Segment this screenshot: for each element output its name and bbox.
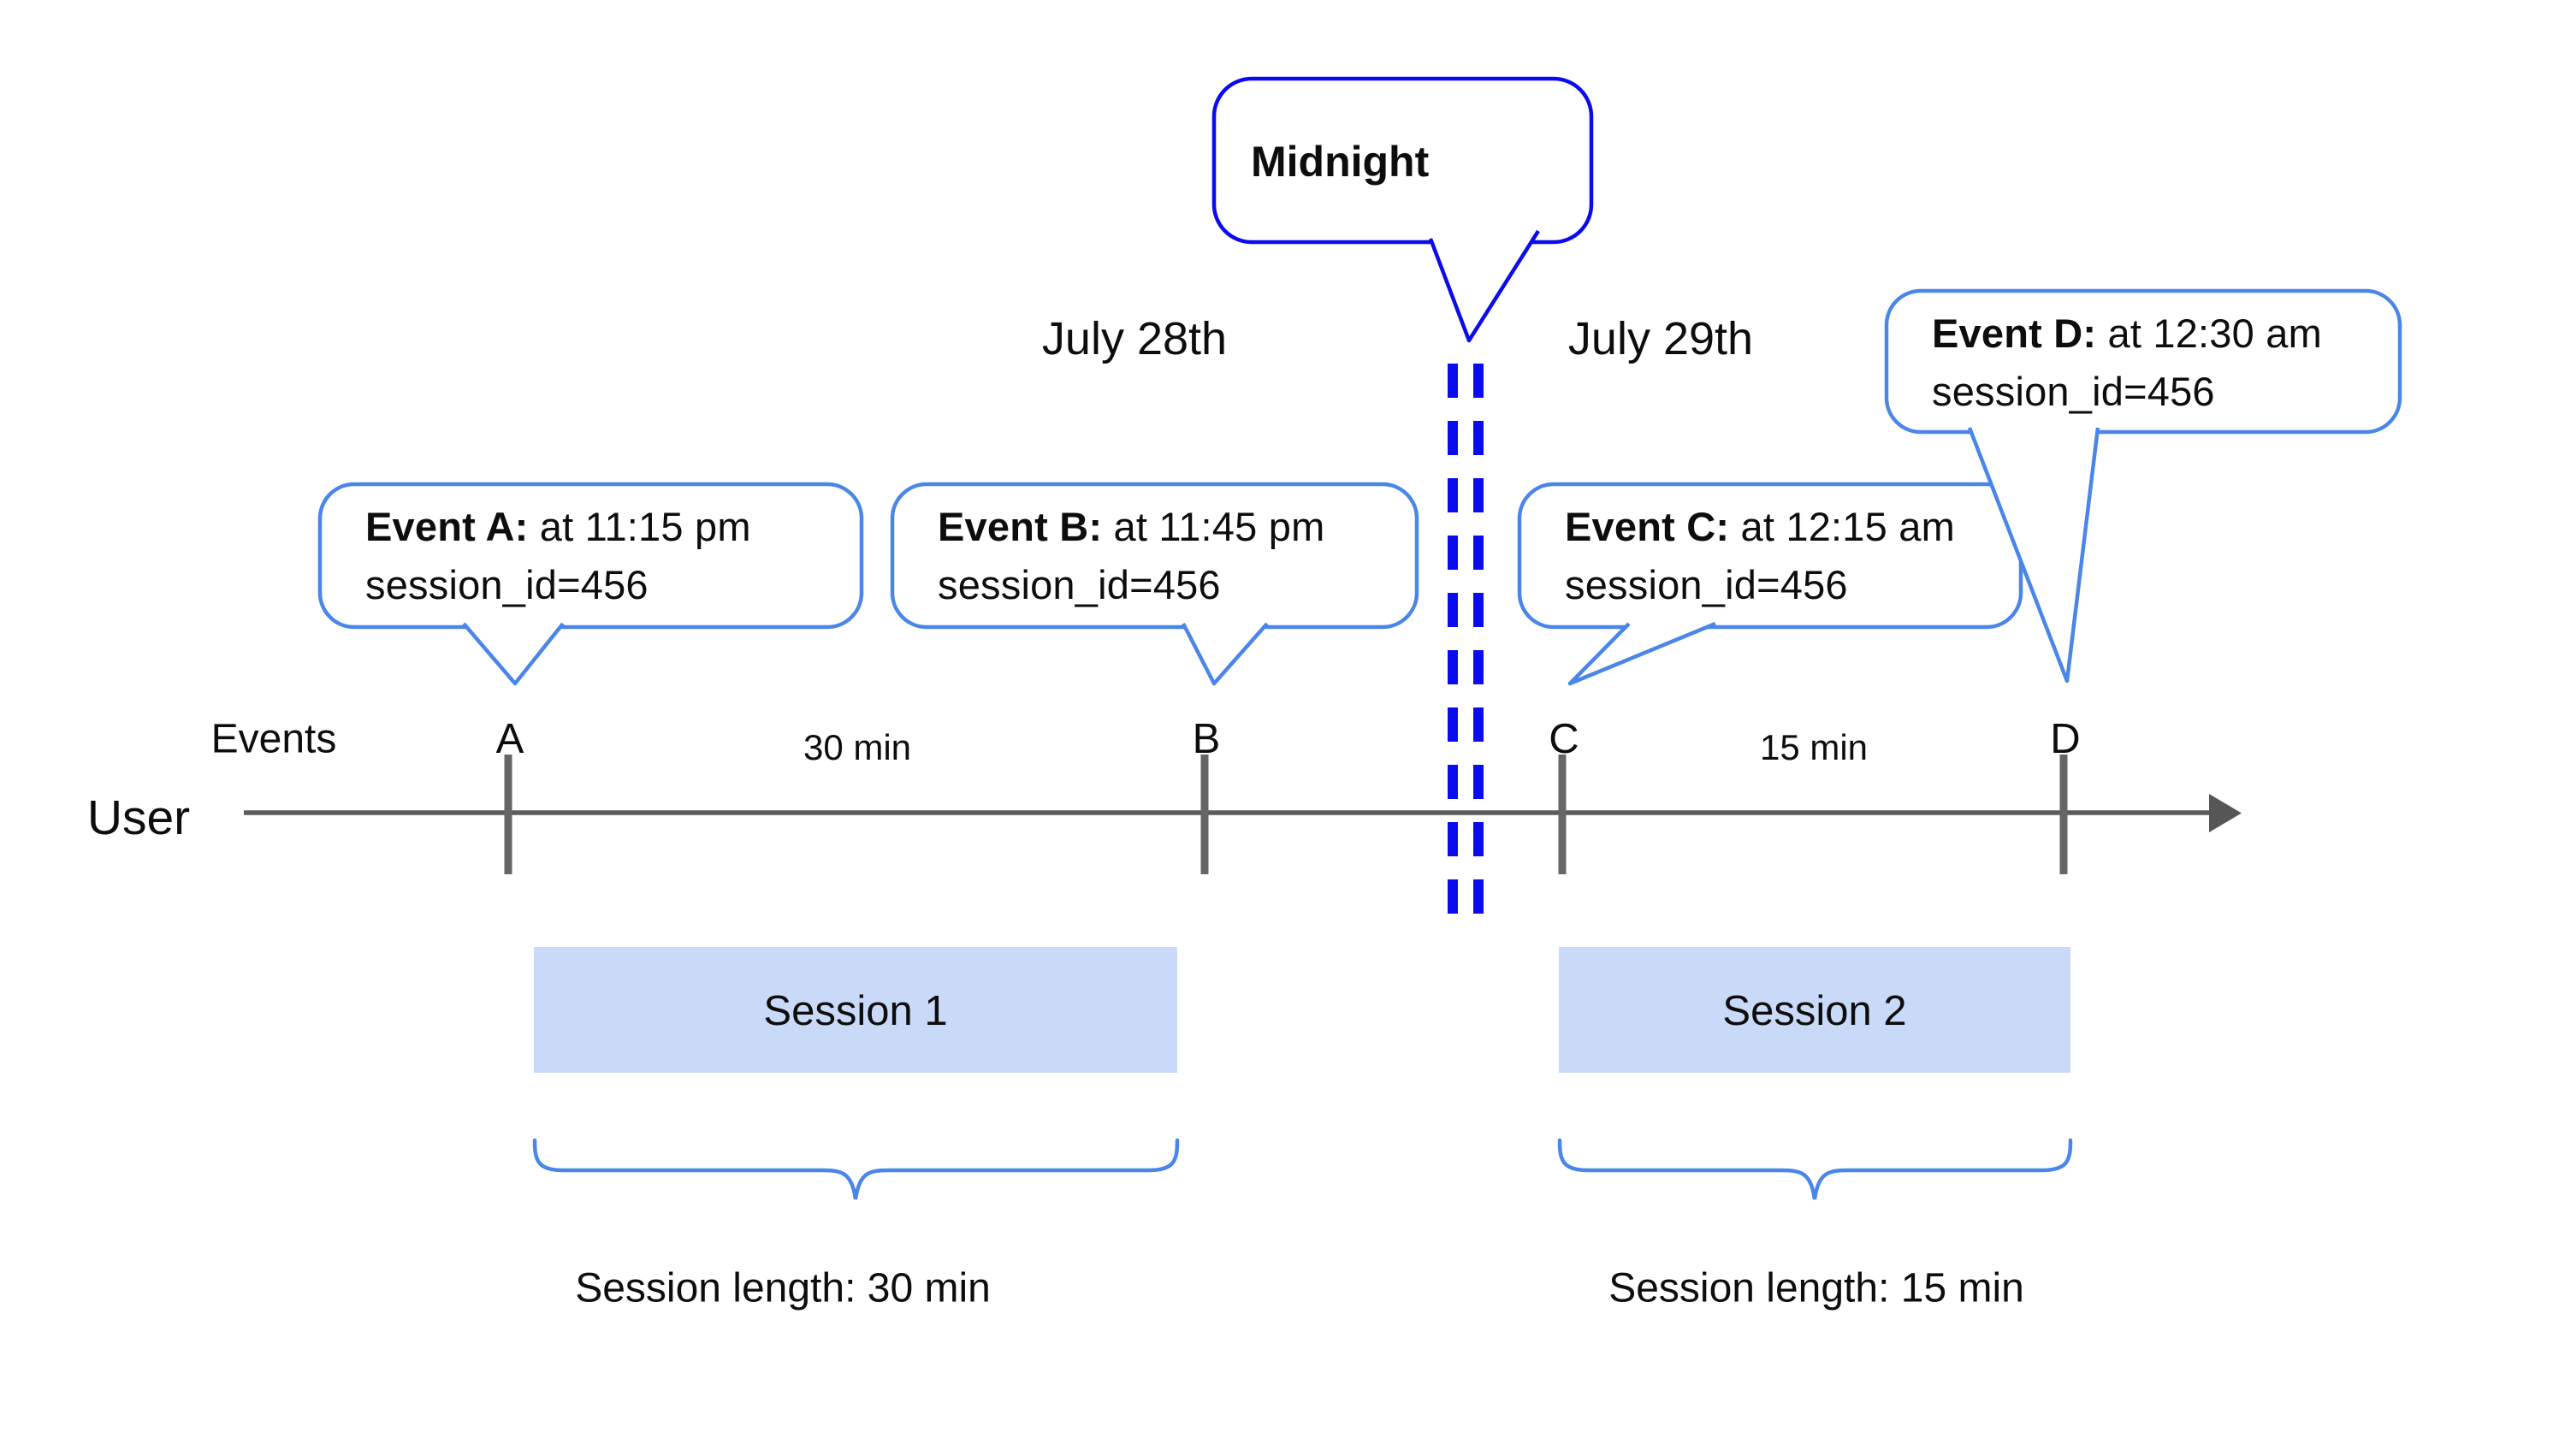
callout-event-c-line1: Event C: at 12:15 am [1565,498,1955,556]
callout-event-c-time: at 12:15 am [1729,504,1955,549]
callout-midnight-body [1211,76,1594,245]
gap-label-15min: 15 min [1759,727,1869,767]
callout-event-c-title: Event C: [1565,504,1730,549]
callout-event-a-session-id: session_id=456 [365,562,649,607]
event-letter-a: A [495,716,524,762]
gap-label-30min: 30 min [803,727,912,767]
callout-event-a-title: Event A: [365,504,529,549]
callout-event-c-text: Event C: at 12:15 am session_id=456 [1565,498,1955,614]
callout-midnight-tail [1428,229,1540,343]
session-1-length-label: Session length: 30 min [575,1265,991,1311]
callout-event-a-body [317,482,864,630]
callout-event-b-time: at 11:45 pm [1102,504,1325,549]
timeline-arrowhead-icon [2209,794,2242,832]
callout-event-d-session-id: session_id=456 [1932,369,2215,414]
date-label-july-29: July 29th [1567,313,1754,364]
midnight-callout-label: Midnight [1251,138,1430,186]
callout-event-b-tail [1181,622,1269,686]
callout-event-b-body [890,482,1419,630]
session-1-brace [532,1138,1180,1200]
user-axis-label: User [86,790,191,845]
callout-event-a-tail [462,622,565,686]
callout-event-d-body [1884,288,2402,435]
callout-event-d-title: Event D: [1932,311,2097,356]
callout-event-d-line1: Event D: at 12:30 am [1932,305,2322,363]
session-2-brace [1557,1138,2073,1200]
callout-event-d-time: at 12:30 am [2096,311,2322,356]
event-letter-d: D [2050,716,2081,762]
date-label-july-28: July 28th [1041,313,1228,364]
callout-event-a-text: Event A: at 11:15 pm session_id=456 [365,498,751,614]
session-1-box [534,947,1177,1073]
callout-event-b-line1: Event B: at 11:45 pm [938,498,1324,556]
session-2-box [1559,947,2070,1073]
callout-event-a-line1: Event A: at 11:15 pm [365,498,751,556]
event-letter-c: C [1549,716,1579,762]
callout-event-c-session-id: session_id=456 [1565,562,1848,607]
session-2-label: Session 2 [1722,988,1907,1034]
callout-event-b-text: Event B: at 11:45 pm session_id=456 [938,498,1324,614]
session-2-length-label: Session length: 15 min [1608,1265,2024,1311]
callout-event-c-tail [1567,621,1716,686]
events-row-label: Events [210,716,337,762]
event-letter-b: B [1192,716,1221,762]
session-1-label: Session 1 [763,988,948,1034]
callout-event-d-tail [1967,427,2100,684]
callout-event-b-title: Event B: [938,504,1103,549]
callout-event-d-text: Event D: at 12:30 am session_id=456 [1932,305,2322,421]
callout-event-a-time: at 11:15 pm [528,504,751,549]
callout-event-b-session-id: session_id=456 [938,562,1221,607]
